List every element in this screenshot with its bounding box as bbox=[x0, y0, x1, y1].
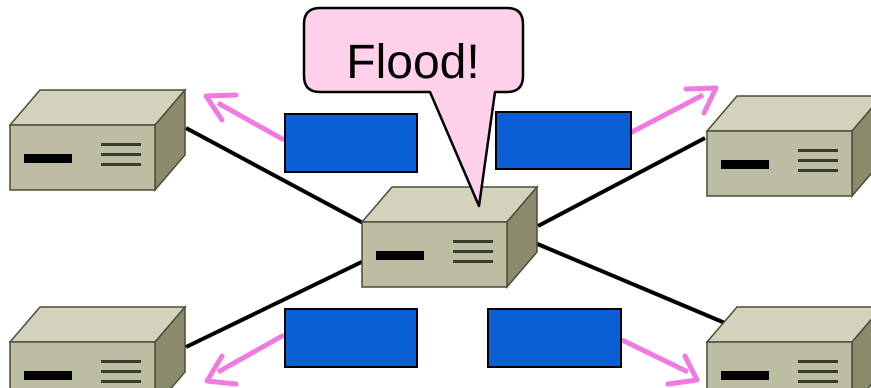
packet-top-left bbox=[284, 113, 418, 173]
link-bottom-left bbox=[185, 254, 375, 349]
host-top-right bbox=[706, 95, 871, 197]
link-bottom-right bbox=[527, 238, 726, 325]
host-top-left bbox=[9, 89, 186, 191]
packet-bottom-left bbox=[284, 308, 418, 368]
packet-bottom-right bbox=[487, 308, 622, 368]
arrow-bottom-right bbox=[620, 337, 700, 387]
central-switch bbox=[361, 186, 538, 288]
devices bbox=[9, 89, 871, 388]
links bbox=[185, 126, 726, 349]
link-top-right bbox=[537, 136, 706, 228]
callout-text: Flood! bbox=[346, 36, 479, 89]
arrow-top-right bbox=[628, 85, 719, 136]
packet-top-right bbox=[495, 111, 632, 170]
callout-bubble bbox=[302, 6, 525, 208]
host-bottom-right bbox=[706, 306, 871, 388]
arrow-top-left bbox=[203, 92, 286, 143]
flood-callout: Flood! bbox=[302, 6, 525, 208]
link-top-left bbox=[185, 126, 366, 226]
flood-arrows bbox=[203, 85, 719, 387]
host-bottom-left bbox=[9, 306, 186, 388]
packets bbox=[284, 111, 632, 368]
arrow-bottom-left bbox=[204, 332, 286, 387]
